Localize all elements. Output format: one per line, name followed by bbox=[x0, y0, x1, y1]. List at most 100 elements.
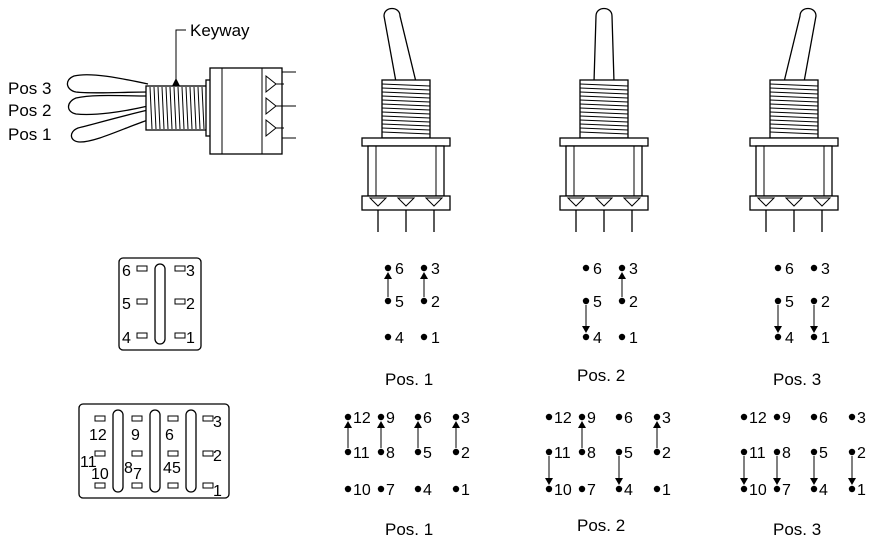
contact-dot bbox=[452, 448, 460, 456]
contact-number: 12 bbox=[554, 410, 572, 427]
contact-dot bbox=[848, 413, 856, 421]
front-view-pos1 bbox=[361, 7, 451, 232]
contact-dot bbox=[848, 448, 856, 456]
contact-number: 6 bbox=[819, 410, 828, 427]
contact-number: 5 bbox=[423, 445, 432, 462]
contact-number: 1 bbox=[857, 482, 866, 499]
contact-dot bbox=[810, 297, 818, 305]
contact-dot bbox=[773, 413, 781, 421]
fp-pin-9: 9 bbox=[131, 427, 140, 444]
contact-dot bbox=[582, 297, 590, 305]
contact-number: 4 bbox=[423, 482, 432, 499]
contact-number: 1 bbox=[821, 330, 830, 347]
four-pole-footprint: 12 9 6 3 11 8 5 2 10 7 4 1 bbox=[78, 403, 230, 500]
contact-dot bbox=[377, 413, 385, 421]
contact-number: 10 bbox=[749, 482, 767, 499]
contact-number: 2 bbox=[857, 445, 866, 462]
contact-number: 3 bbox=[461, 410, 470, 427]
contact-dot bbox=[414, 485, 422, 493]
contact-dot bbox=[618, 333, 626, 341]
fp-caption-pos1: Pos. 1 bbox=[385, 520, 433, 539]
switch-body-side bbox=[205, 67, 296, 155]
contact-dot bbox=[615, 485, 623, 493]
contact-dot bbox=[344, 448, 352, 456]
contact-dot bbox=[344, 413, 352, 421]
contact-dot bbox=[384, 297, 392, 305]
contact-number: 2 bbox=[461, 445, 470, 462]
contact-dot bbox=[420, 264, 428, 272]
contact-dot bbox=[810, 413, 818, 421]
contact-dot bbox=[384, 264, 392, 272]
pos1-label: Pos 1 bbox=[8, 125, 51, 144]
contact-number: 3 bbox=[431, 261, 440, 278]
contact-number: 5 bbox=[624, 445, 633, 462]
contact-dot bbox=[420, 333, 428, 341]
contact-dot bbox=[545, 413, 553, 421]
fp-pin-8: 8 bbox=[124, 460, 133, 477]
fp-pin-2: 2 bbox=[213, 448, 222, 465]
contact-dot bbox=[578, 448, 586, 456]
contact-number: 2 bbox=[629, 294, 638, 311]
contact-number: 2 bbox=[431, 294, 440, 311]
contact-number: 6 bbox=[785, 261, 794, 278]
dpdt-pin-1: 1 bbox=[186, 330, 195, 347]
lever-pos1 bbox=[70, 109, 149, 143]
contact-number: 5 bbox=[395, 294, 404, 311]
contact-number: 4 bbox=[624, 482, 633, 499]
contact-number: 7 bbox=[782, 482, 791, 499]
contact-number: 12 bbox=[353, 410, 371, 427]
contact-dot bbox=[618, 264, 626, 272]
fp-pin-4: 4 bbox=[163, 460, 172, 477]
dpdt-caption-pos3: Pos. 3 bbox=[773, 370, 821, 389]
contact-number: 6 bbox=[423, 410, 432, 427]
fp-pin-5: 5 bbox=[172, 460, 181, 477]
pos2-label: Pos 2 bbox=[8, 101, 51, 120]
contact-number: 2 bbox=[662, 445, 671, 462]
contact-dot bbox=[653, 413, 661, 421]
contact-dot bbox=[578, 413, 586, 421]
contact-dot bbox=[810, 333, 818, 341]
contact-number: 8 bbox=[386, 445, 395, 462]
contact-dot bbox=[384, 333, 392, 341]
dpdt-caption-pos1: Pos. 1 bbox=[385, 370, 433, 389]
contact-number: 4 bbox=[819, 482, 828, 499]
contact-number: 9 bbox=[386, 410, 395, 427]
contact-number: 4 bbox=[593, 330, 602, 347]
contact-dot bbox=[452, 485, 460, 493]
contact-dot bbox=[653, 485, 661, 493]
contact-dot bbox=[615, 448, 623, 456]
contact-number: 9 bbox=[587, 410, 596, 427]
fp-pin-7: 7 bbox=[133, 466, 142, 483]
contact-number: 5 bbox=[785, 294, 794, 311]
contact-number: 4 bbox=[785, 330, 794, 347]
dpdt-footprint: 6 3 5 2 4 1 bbox=[118, 257, 202, 351]
contact-number: 9 bbox=[782, 410, 791, 427]
dpdt-pin-5: 5 bbox=[122, 296, 131, 313]
dpdt-caption-pos2: Pos. 2 bbox=[577, 366, 625, 385]
contact-dot bbox=[773, 448, 781, 456]
front-view-pos2 bbox=[559, 7, 649, 232]
fp-pin-10: 10 bbox=[91, 466, 109, 483]
contact-number: 6 bbox=[395, 261, 404, 278]
contact-dot bbox=[774, 333, 782, 341]
contact-dot bbox=[618, 297, 626, 305]
contact-number: 5 bbox=[593, 294, 602, 311]
contact-number: 12 bbox=[749, 410, 767, 427]
fp-pin-12: 12 bbox=[89, 427, 107, 444]
contact-number: 2 bbox=[821, 294, 830, 311]
contact-dot bbox=[344, 485, 352, 493]
contact-dot bbox=[582, 264, 590, 272]
contact-number: 6 bbox=[624, 410, 633, 427]
contact-number: 8 bbox=[782, 445, 791, 462]
keyway-label: Keyway bbox=[190, 21, 250, 40]
contact-number: 11 bbox=[554, 445, 571, 462]
contact-number: 3 bbox=[662, 410, 671, 427]
keyway-marker bbox=[172, 29, 186, 86]
contact-dot bbox=[582, 333, 590, 341]
fp-pin-3: 3 bbox=[213, 414, 222, 431]
